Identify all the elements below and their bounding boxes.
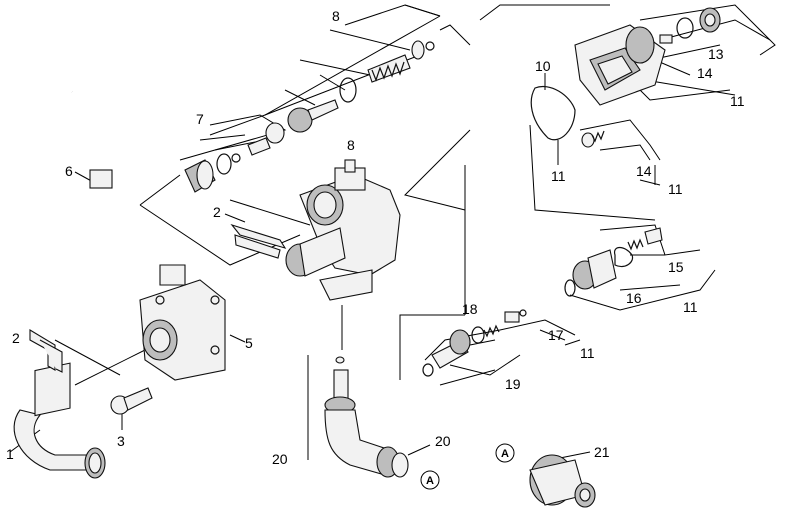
leader-lines xyxy=(9,4,776,460)
fitting-21 xyxy=(529,454,596,508)
label-part-14-mid: 14 xyxy=(636,163,652,179)
valve-group-7 xyxy=(184,122,285,193)
label-part-6: 6 xyxy=(65,163,73,179)
label-part-3: 3 xyxy=(117,433,125,449)
connection-marker-a-2: A xyxy=(495,443,515,463)
label-part-19: 19 xyxy=(505,376,521,392)
valve-group-19 xyxy=(422,309,527,377)
connection-marker-a-1: A xyxy=(420,470,440,490)
label-part-11-d: 11 xyxy=(683,299,698,315)
screw-3 xyxy=(110,387,153,415)
label-part-1: 1 xyxy=(6,446,14,462)
pump-head-top xyxy=(574,7,721,106)
label-part-2-left: 2 xyxy=(12,330,20,346)
valve-group-14 xyxy=(581,130,605,148)
label-part-11-c: 11 xyxy=(668,181,683,197)
elbow-20 xyxy=(324,356,409,478)
connector-elbow-1 xyxy=(13,362,106,479)
label-part-11-b: 11 xyxy=(730,93,745,109)
label-part-8-top: 8 xyxy=(332,8,340,24)
label-part-16: 16 xyxy=(626,290,642,306)
label-part-15: 15 xyxy=(668,259,684,275)
label-part-18: 18 xyxy=(462,301,478,317)
label-part-17: 17 xyxy=(548,327,564,343)
label-part-10: 10 xyxy=(535,58,551,74)
label-part-11-e: 11 xyxy=(580,345,595,361)
pump-housing-center xyxy=(285,159,401,301)
label-part-7: 7 xyxy=(196,111,204,127)
label-part-11-a: 11 xyxy=(551,168,566,184)
housing-5 xyxy=(139,264,226,381)
label-part-20-left: 20 xyxy=(272,451,288,467)
pipe-hose-6 xyxy=(68,73,162,240)
part-labels: 1 2 2 3 5 6 7 8 8 10 11 11 11 11 11 13 1… xyxy=(6,8,745,467)
seal-ring-10 xyxy=(530,86,576,141)
svg-text:A: A xyxy=(426,475,434,487)
label-part-2-center: 2 xyxy=(213,204,221,220)
label-part-14-top: 14 xyxy=(697,65,713,81)
valve-group-8-top xyxy=(287,40,435,133)
label-part-8-center: 8 xyxy=(347,137,355,153)
valve-group-16 xyxy=(564,227,663,297)
clip-2-center xyxy=(230,223,287,259)
clip-2-left xyxy=(29,329,63,373)
label-part-20-right: 20 xyxy=(435,433,451,449)
label-part-5: 5 xyxy=(245,335,253,351)
svg-text:A: A xyxy=(501,448,509,460)
label-part-21: 21 xyxy=(594,444,610,460)
label-part-13: 13 xyxy=(708,46,724,62)
